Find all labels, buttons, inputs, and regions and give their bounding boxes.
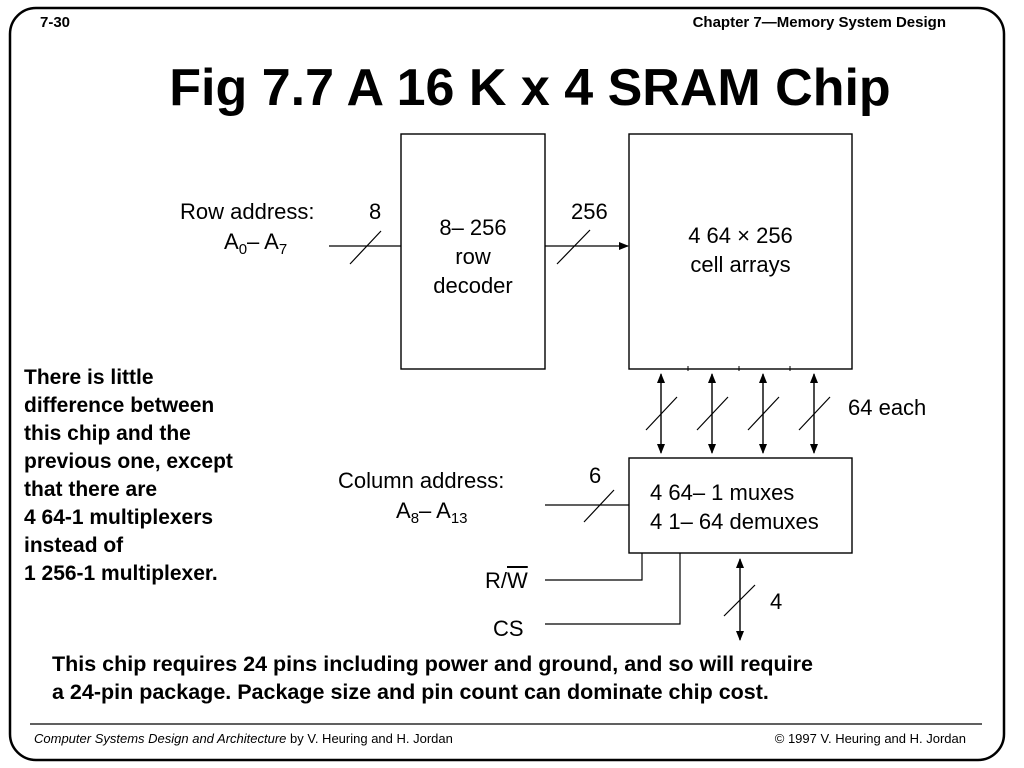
decoder-label-line1: 8– 256 xyxy=(439,215,507,240)
side-note: There is little difference between this … xyxy=(24,364,233,588)
side-note-line: instead of xyxy=(24,534,124,557)
footer-copyright: © 1997 V. Heuring and H. Jordan xyxy=(774,731,966,746)
array-mux-slash xyxy=(747,396,780,431)
arrays-mux-width: 64 each xyxy=(848,395,927,420)
side-note-line: this chip and the xyxy=(24,422,191,445)
side-note-line: There is little xyxy=(24,366,154,389)
footer-book-title: Computer Systems Design and Architecture xyxy=(34,731,287,746)
footer-book-authors: by V. Heuring and H. Jordan xyxy=(286,731,453,746)
side-note-line: 1 256-1 multiplexer. xyxy=(24,562,218,585)
bottom-explanation: This chip requires 24 pins including pow… xyxy=(52,650,813,706)
row-address-range: A0– A7 xyxy=(224,229,288,258)
array-mux-slash xyxy=(798,396,831,431)
mux-label-line2: 4 1– 64 demuxes xyxy=(650,509,819,534)
page-title: Fig 7.7 A 16 K x 4 SRAM Chip xyxy=(169,59,891,117)
data-bus-slash xyxy=(723,584,756,617)
row-decoder-box xyxy=(400,133,546,370)
cell-arrays-box xyxy=(628,133,853,370)
decoder-label-line2: row xyxy=(455,244,491,269)
column-address-label: Column address: xyxy=(338,468,505,493)
cs-signal-label: CS xyxy=(493,616,524,641)
chapter-title: Chapter 7—Memory System Design xyxy=(692,14,946,31)
rw-signal-label: R/W xyxy=(485,568,528,593)
array-mux-buses xyxy=(645,373,831,454)
column-bus-width: 6 xyxy=(589,463,602,488)
row-bus-slash xyxy=(349,230,382,265)
side-note-line: 4 64-1 multiplexers xyxy=(24,506,214,529)
row-address-label: Row address: xyxy=(180,199,315,224)
page-number: 7-30 xyxy=(40,14,71,31)
side-note-line: previous one, except xyxy=(24,450,233,473)
array-mux-slash xyxy=(645,396,678,431)
cell-arrays-label-line1: 4 64 × 256 xyxy=(688,223,793,248)
side-note-line: that there are xyxy=(24,478,158,501)
slide-border xyxy=(8,6,1006,762)
bottom-explanation-line: This chip requires 24 pins including pow… xyxy=(52,652,813,676)
rw-line xyxy=(545,553,643,581)
decoder-bus-slash xyxy=(556,229,591,265)
decoder-label-line3: decoder xyxy=(433,273,513,298)
column-address-range: A8– A13 xyxy=(396,498,468,527)
bottom-explanation-line: a 24-pin package. Package size and pin c… xyxy=(52,680,769,704)
cell-arrays-label-line2: cell arrays xyxy=(690,252,791,277)
side-note-line: difference between xyxy=(24,394,215,417)
column-bus-slash xyxy=(583,489,615,523)
decoder-output-width: 256 xyxy=(571,199,608,224)
mux-label-line1: 4 64– 1 muxes xyxy=(650,480,795,505)
row-bus-width: 8 xyxy=(369,199,382,224)
data-bus-width: 4 xyxy=(770,589,783,614)
footer-citation: Computer Systems Design and Architecture… xyxy=(34,731,453,746)
cs-line xyxy=(545,553,681,625)
array-mux-slash xyxy=(696,396,729,431)
